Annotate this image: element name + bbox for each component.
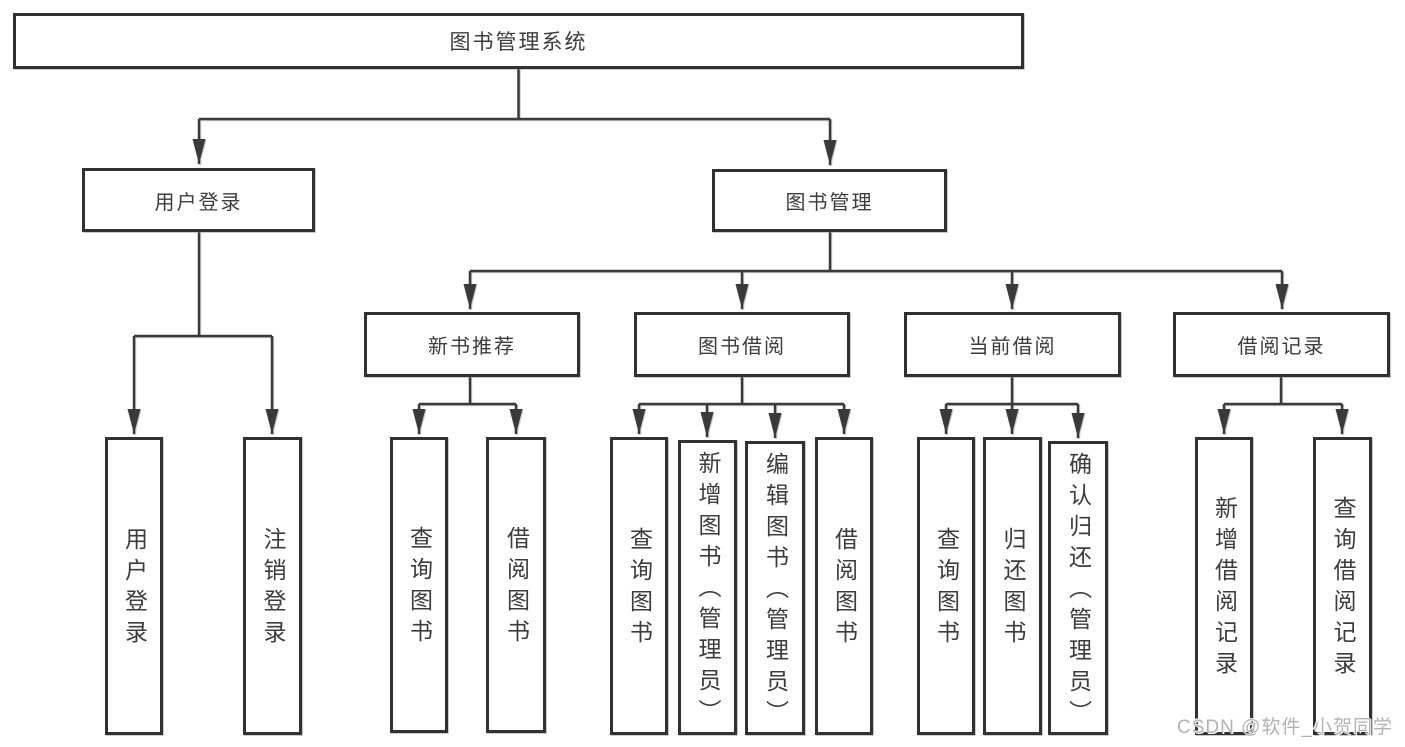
leaf-query-borrow-record: 查询借阅记录 [1313,437,1372,735]
leaf-logout: 注销登录 [243,437,302,735]
leaf-add-books-admin-label: 新增图书（管理员） [695,451,721,730]
leaf-add-borrow-record-label: 新增借阅记录 [1211,496,1238,682]
leaf-add-books-admin: 新增图书（管理员） [678,440,737,735]
leaf-recommend-borrow-books: 借阅图书 [486,437,546,733]
leaf-current-query-books-label: 查询图书 [933,527,960,651]
leaf-recommend-query-books: 查询图书 [390,437,448,733]
node-borrow-records-label: 借阅记录 [1237,336,1326,358]
leaf-add-borrow-record: 新增借阅记录 [1195,437,1253,735]
leaf-borrow-query-books: 查询图书 [610,437,668,735]
csdn-watermark: CSDN @软件_小贺同学 [1177,717,1393,738]
leaf-logout-label: 注销登录 [260,527,286,651]
leaf-edit-books-admin: 编辑图书（管理员） [745,441,805,735]
node-new-book-recommend: 新书推荐 [364,312,580,377]
leaf-query-borrow-record-label: 查询借阅记录 [1330,496,1356,682]
node-book-management: 图书管理 [712,169,947,232]
node-system-root-label: 图书管理系统 [449,31,588,54]
leaf-edit-books-admin-label: 编辑图书（管理员） [762,451,789,731]
leaf-recommend-borrow-books-label: 借阅图书 [503,526,530,650]
node-book-management-label: 图书管理 [785,192,874,214]
leaf-confirm-return-admin: 确认归还（管理员） [1048,441,1108,735]
node-borrow-records: 借阅记录 [1173,312,1390,377]
node-book-borrow-label: 图书借阅 [698,336,786,358]
leaf-user-login: 用户登录 [105,437,163,735]
node-book-borrow: 图书借阅 [634,312,850,377]
leaf-confirm-return-admin-label: 确认归还（管理员） [1065,451,1092,731]
leaf-borrow-query-books-label: 查询图书 [626,527,653,651]
node-system-root: 图书管理系统 [13,13,1024,69]
leaf-recommend-query-books-label: 查询图书 [406,526,433,650]
node-current-borrow: 当前借阅 [904,312,1121,377]
leaf-user-login-label: 用户登录 [121,527,148,651]
leaf-current-query-books: 查询图书 [917,437,975,735]
leaf-return-books-label: 归还图书 [1000,527,1026,651]
node-user-login: 用户登录 [82,168,315,232]
leaf-borrow-books-label: 借阅图书 [831,527,858,651]
leaf-return-books: 归还图书 [983,437,1042,735]
leaf-borrow-books: 借阅图书 [815,437,873,735]
node-new-book-recommend-label: 新书推荐 [428,336,516,358]
node-current-borrow-label: 当前借阅 [968,336,1057,358]
node-user-login-label: 用户登录 [154,191,243,214]
